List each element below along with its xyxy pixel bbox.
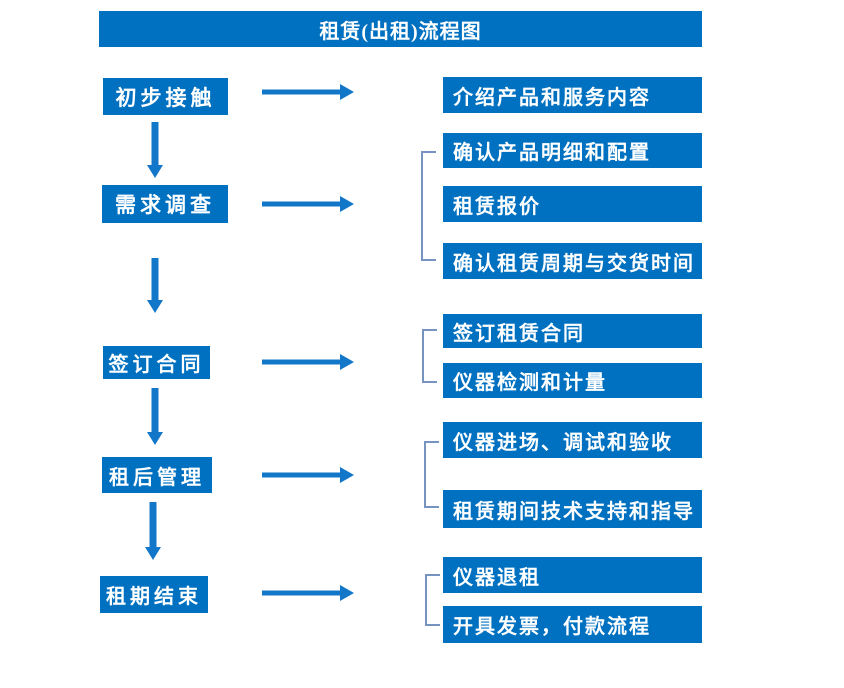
bracket-connector	[422, 329, 437, 383]
step-box-sign-contract: 签订合同	[103, 346, 210, 379]
detail-box-confirm-product-details-config: 确认产品明细和配置	[443, 133, 702, 168]
detail-box-rental-technical-support: 租赁期间技术支持和指导	[443, 490, 702, 528]
diagram-title: 租赁(出租)流程图	[99, 11, 702, 47]
arrow-right-icon	[262, 84, 354, 100]
step-box-demand-survey: 需求调查	[102, 185, 228, 223]
detail-box-sign-rental-contract: 签订租赁合同	[443, 314, 702, 348]
detail-box-invoice-payment-process: 开具发票，付款流程	[443, 606, 702, 643]
arrow-down-icon	[147, 388, 163, 445]
detail-box-rental-quotation: 租赁报价	[443, 186, 702, 222]
arrow-down-icon	[147, 122, 163, 178]
detail-box-instrument-entry-debug-acceptance: 仪器进场、调试和验收	[443, 422, 702, 458]
detail-box-instrument-testing-measurement: 仪器检测和计量	[443, 363, 702, 398]
arrow-down-icon	[147, 258, 163, 313]
bracket-connector	[425, 574, 440, 626]
arrow-right-icon	[262, 354, 354, 370]
step-box-post-rental-management: 租后管理	[102, 457, 212, 493]
arrow-right-icon	[262, 467, 354, 483]
bracket-connector	[421, 151, 436, 261]
arrow-down-icon	[145, 502, 161, 560]
detail-box-confirm-rental-period-delivery: 确认租赁周期与交货时间	[443, 243, 702, 279]
bracket-connector	[424, 441, 439, 508]
arrow-right-icon	[262, 196, 354, 212]
step-box-rental-end: 租期结束	[100, 576, 208, 613]
detail-box-introduce-products-services: 介绍产品和服务内容	[443, 77, 702, 113]
step-box-initial-contact: 初步接触	[103, 78, 228, 115]
arrow-right-icon	[262, 585, 354, 601]
detail-box-instrument-return: 仪器退租	[443, 557, 702, 593]
